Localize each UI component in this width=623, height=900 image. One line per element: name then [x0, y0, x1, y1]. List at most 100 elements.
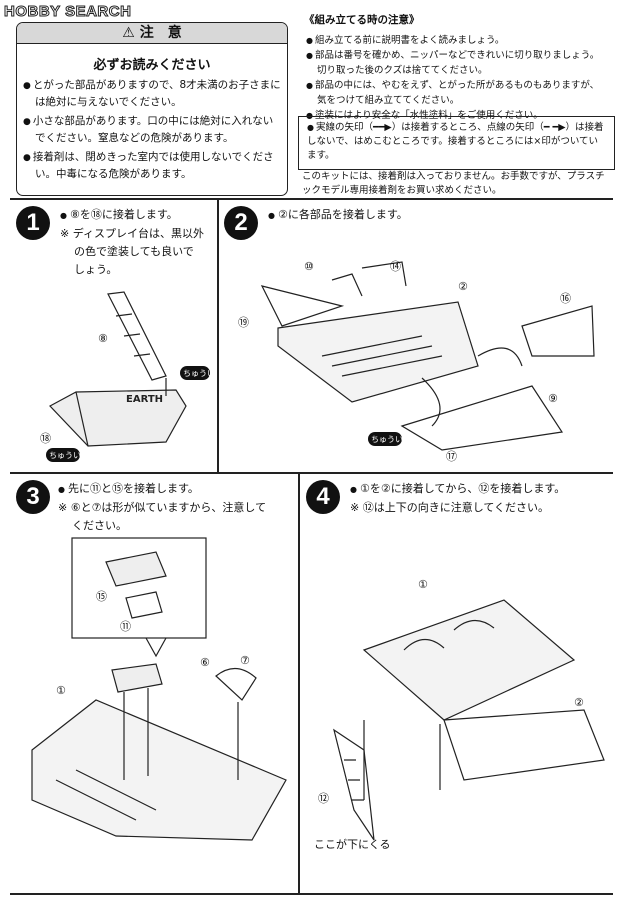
- step-2: 2 ②に各部品を接着します。 ⑩ ⑭ ② ⑯ ⑲ ⑨ ⑰ ちゅうい: [222, 206, 610, 468]
- warning-triangle-icon: ⚠: [122, 25, 140, 41]
- chuui-tag-label: ちゅうい: [183, 369, 214, 378]
- step-number: 4: [306, 480, 340, 514]
- caution-item: 接着剤は、閉めきった室内では使用しないでください。中毒になる危険があります。: [23, 149, 281, 182]
- caution-title: 注 意: [139, 25, 182, 41]
- bottom-orientation-label: ここが下にくる: [314, 837, 391, 851]
- step-4-diagram: ① ② ⑫ ここが下にくる: [314, 578, 605, 851]
- left-wing: [260, 285, 345, 327]
- callout-1: ①: [56, 684, 66, 697]
- part-7: [215, 667, 257, 701]
- glue-connector-lines: [421, 347, 523, 427]
- notice-item: 塗装にはより安全な「水性塗料」をご使用ください。: [306, 108, 608, 123]
- notice-list: 組み立てる前に説明書をよく読みましょう。 部品は番号を確かめ、ニッパーなどできれ…: [298, 33, 608, 123]
- divider-top: [10, 198, 613, 200]
- step-instructions: ②に各部品を接着します。: [268, 206, 598, 225]
- step-number: 2: [224, 206, 258, 240]
- callout-19: ⑲: [238, 316, 249, 329]
- part-12-teeth: [344, 759, 364, 801]
- chuui-tag: [46, 448, 80, 462]
- step-line: ②に各部品を接着します。: [268, 206, 598, 225]
- watermark-logo: HOBBY SEARCH: [3, 3, 132, 21]
- main-hull: [277, 301, 479, 403]
- step-line: 先に⑪と⑮を接着します。: [58, 480, 294, 499]
- step-number: 3: [16, 480, 50, 514]
- callout-1: ①: [418, 578, 428, 591]
- callout-11: ⑪: [120, 620, 131, 633]
- callout-17: ⑰: [446, 450, 457, 463]
- part-11: [125, 591, 163, 619]
- callout-18: ⑱: [40, 432, 51, 445]
- divider-vertical-bottom: [298, 472, 300, 894]
- step-line: ⑧を⑱に接着します。: [60, 206, 212, 225]
- step-1-diagram: EARTH ⑧ ⑱ ちゅうい ちゅうい: [40, 291, 214, 462]
- base-2: [443, 709, 605, 781]
- callout-10: ⑩: [304, 260, 314, 273]
- part-15: [105, 551, 167, 587]
- caution-header: ⚠ 注 意: [17, 23, 287, 44]
- notice-item: 部品は番号を確かめ、ニッパーなどできれいに切り取りましょう。切り取った後のクズは…: [306, 48, 608, 78]
- stand-arm-slots: [115, 313, 151, 357]
- notice-title: 《組み立てる時の注意》: [304, 14, 420, 26]
- chuui-tag-label: ちゅうい: [49, 451, 81, 460]
- arrow-legend-text: 実線の矢印（━━▶）は接着するところ、点線の矢印（━ ━▶）は接着しないで、はめ…: [307, 121, 606, 163]
- step-4: 4 ①を②に接着してから、⑫を接着します。 ※ ⑫は上下の向きに注意してください…: [304, 480, 610, 890]
- callout-7: ⑦: [240, 654, 250, 667]
- callout-15: ⑮: [96, 590, 107, 603]
- step-3-diagram: ⑮ ⑪ ⑥ ⑦ ①: [31, 537, 287, 841]
- part-12: [333, 728, 375, 841]
- callout-2: ②: [574, 696, 584, 709]
- engine-domes: [403, 619, 495, 651]
- callout-9: ⑨: [548, 392, 558, 405]
- notice-item: 部品の中には、やむをえず、とがった所があるものもありますが、気をつけて組み立てて…: [306, 78, 608, 108]
- display-base: [49, 389, 187, 447]
- hull-ribs: [321, 335, 443, 377]
- chuui-tag: [368, 432, 402, 446]
- caution-box: ⚠ 注 意 必ずお読みください とがった部品がありますので、8才未満のお子さまに…: [16, 22, 288, 196]
- hull-ribs: [55, 769, 157, 821]
- hull-1: [362, 599, 576, 721]
- callout-8: ⑧: [98, 332, 108, 345]
- step-line: しょう。: [74, 263, 118, 276]
- arrow-legend-box: 実線の矢印（━━▶）は接着するところ、点線の矢印（━ ━▶）は接着しないで、はめ…: [298, 116, 615, 170]
- step-line: の色で塗装しても良いで: [74, 245, 194, 258]
- base-edge: [75, 391, 89, 447]
- base-lettering: EARTH: [126, 394, 163, 405]
- stand-arm: [107, 291, 167, 381]
- detail-inset-box: [71, 537, 207, 639]
- chuui-tag-label: ちゅうい: [371, 435, 403, 444]
- step-1: 1 ⑧を⑱に接着します。 ※ ディスプレイ台は、黒以外 の色で塗装しても良いで …: [16, 206, 214, 468]
- step-line: ①を②に接着してから、⑫を接着します。: [350, 480, 608, 499]
- step-line: ※ ディスプレイ台は、黒以外: [60, 227, 204, 240]
- chuui-tag: [180, 366, 210, 380]
- callout-2: ②: [458, 280, 468, 293]
- lower-wing-17: [400, 385, 564, 451]
- callout-14: ⑭: [390, 260, 401, 273]
- divider-vertical-top: [217, 198, 219, 473]
- step-number: 1: [16, 206, 50, 240]
- inset-pointer: [145, 637, 167, 658]
- caution-item: 小さな部品があります。口の中には絶対に入れないでください。窒息などの危険がありま…: [23, 113, 281, 146]
- callout-16: ⑯: [560, 292, 571, 305]
- caution-list: とがった部品がありますので、8才未満のお子さまには絶対に与えないでください。 小…: [17, 77, 287, 182]
- caution-subtitle: 必ずお読みください: [93, 58, 211, 73]
- glue-note: このキットには、接着剤は入っておりません。お手数ですが、プラスチックモデル専用接…: [302, 171, 605, 196]
- tail-fins: [331, 261, 407, 297]
- callout-6: ⑥: [200, 656, 210, 669]
- step-instructions: 先に⑪と⑮を接着します。 ※ ⑥と⑦は形が似ていますから、注意して ください。: [58, 480, 294, 535]
- step-3: 3 先に⑪と⑮を接着します。 ※ ⑥と⑦は形が似ていますから、注意して ください…: [16, 480, 294, 890]
- caution-item: とがった部品がありますので、8才未満のお子さまには絶対に与えないでください。: [23, 77, 281, 110]
- assembly-notice: 《組み立てる時の注意》 組み立てる前に説明書をよく読みましょう。 部品は番号を確…: [298, 10, 608, 123]
- step-instructions: ①を②に接着してから、⑫を接着します。 ※ ⑫は上下の向きに注意してください。: [350, 480, 608, 517]
- callout-12: ⑫: [318, 792, 329, 805]
- step-2-diagram: ⑩ ⑭ ② ⑯ ⑲ ⑨ ⑰ ちゅうい: [238, 260, 595, 463]
- step-line: ください。: [72, 519, 127, 532]
- step-line: ※ ⑥と⑦は形が似ていますから、注意して: [58, 501, 267, 514]
- part-on-hull: [111, 663, 163, 693]
- step-instructions: ⑧を⑱に接着します。 ※ ディスプレイ台は、黒以外 の色で塗装しても良いで しょ…: [60, 206, 212, 279]
- notice-item: 組み立てる前に説明書をよく読みましょう。: [306, 33, 608, 48]
- divider-bottom: [10, 893, 613, 895]
- hull-1: [31, 699, 287, 841]
- step-line: ※ ⑫は上下の向きに注意してください。: [350, 501, 550, 514]
- right-part-16: [521, 305, 595, 357]
- divider-middle: [10, 472, 613, 474]
